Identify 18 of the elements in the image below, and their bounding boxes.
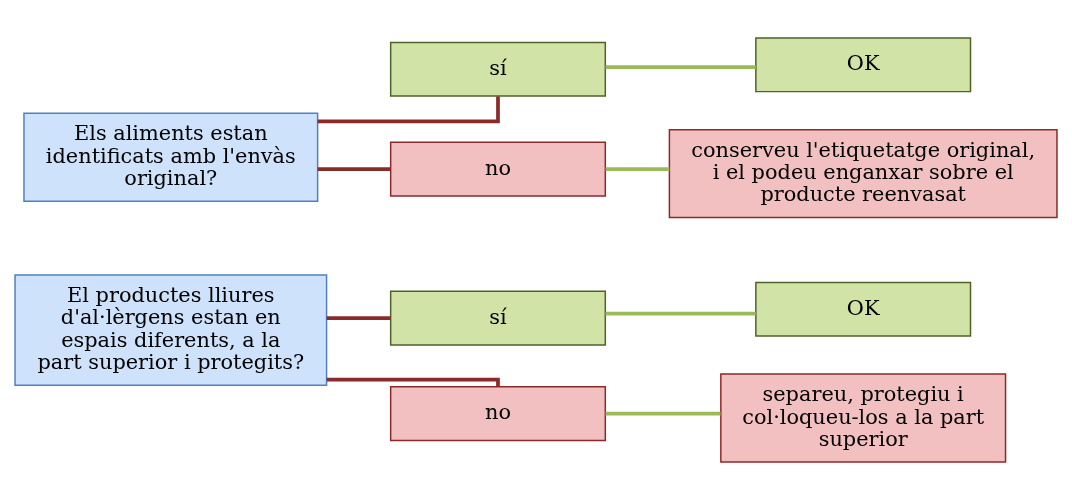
connector <box>605 166 670 171</box>
node-box: sí <box>389 41 607 97</box>
connector <box>326 377 500 386</box>
node-box: separeu, protegiu i col·loqueu-los a la part superior <box>720 372 1007 463</box>
node-box: conserveu l'etiquetatge original, i el podeu enganxar sobre el producte reenvasat <box>668 128 1058 218</box>
connector <box>317 166 391 171</box>
connector <box>605 311 756 316</box>
connector <box>326 315 391 320</box>
connector <box>317 96 500 123</box>
node-box: OK <box>755 36 972 92</box>
node-box: El productes lliures d'al·lèrgens estan en espais diferents, a la part superior i protegits? <box>14 273 328 386</box>
node-box: Els aliments estan identificats amb l'envàs original? <box>23 112 319 202</box>
node-box: no <box>389 141 607 197</box>
connector <box>605 64 756 69</box>
node-box: OK <box>755 281 972 337</box>
node-box: sí <box>389 290 607 346</box>
node-box: no <box>389 385 607 441</box>
connector <box>605 411 721 415</box>
